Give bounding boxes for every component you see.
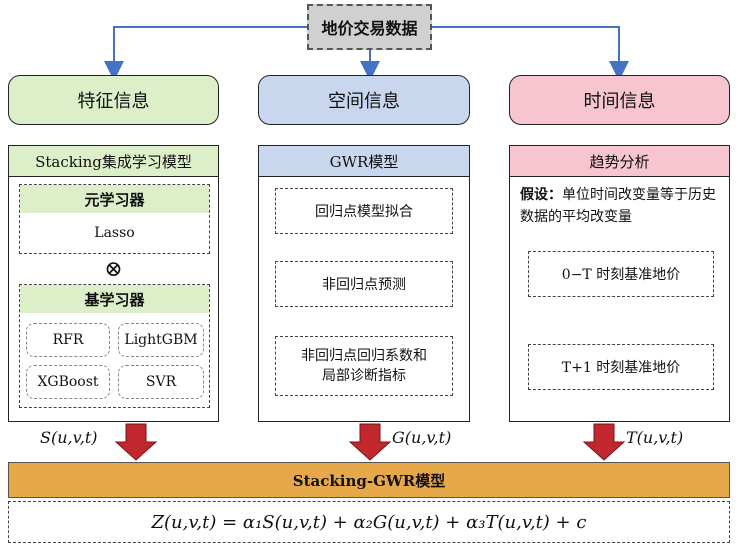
gwr-step-3-text: 非回归点回归系数和 局部诊断指标: [301, 347, 427, 384]
meta-learner-label: 元学习器: [20, 185, 209, 213]
time-step-1-text: 0−T 时刻基准地价: [561, 267, 681, 283]
red-arrow-time: [582, 423, 626, 461]
output-t-label: T(u,v,t): [626, 428, 706, 450]
output-g-text: G(u,v,t): [392, 428, 452, 447]
assumption-body: 单位时间改变量等于历史数据的平均改变量: [520, 187, 716, 226]
trend-title-text: 趋势分析: [589, 152, 650, 171]
time-step-2-text: T+1 时刻基准地价: [561, 360, 681, 376]
stacking-title-text: Stacking集成学习模型: [35, 152, 192, 171]
xgboost-text: XGBoost: [37, 374, 99, 390]
base-model-rfr: RFR: [26, 323, 110, 357]
red-down-arrows: [114, 423, 626, 461]
base-learner-label-text: 基学习器: [84, 290, 145, 309]
gwr-step-3: 非回归点回归系数和 局部诊断指标: [275, 336, 453, 396]
base-model-lightgbm: LightGBM: [118, 323, 204, 357]
output-t-text: T(u,v,t): [626, 428, 684, 447]
base-learner-label: 基学习器: [20, 285, 209, 313]
spatial-info-box: 空间信息: [258, 75, 470, 125]
otimes-icon: ⊗: [104, 256, 123, 282]
stacking-gwr-model-text: Stacking-GWR模型: [292, 471, 446, 490]
spatial-info-label: 空间信息: [328, 91, 400, 112]
gwr-panel: GWR模型 回归点模型拟合 非回归点预测 非回归点回归系数和 局部诊断指标: [258, 145, 470, 422]
lightgbm-text: LightGBM: [124, 332, 198, 348]
land-transaction-data-node: 地价交易数据: [307, 4, 432, 50]
meta-learner-box: 元学习器 Lasso: [19, 184, 210, 254]
stacking-gwr-model-bar: Stacking-GWR模型: [8, 462, 730, 498]
final-equation-box: Z(u,v,t) = α₁S(u,v,t) + α₂G(u,v,t) + α₃T…: [8, 501, 730, 543]
svr-text: SVR: [145, 374, 177, 390]
assumption-label: 假设：: [520, 187, 562, 203]
rfr-text: RFR: [52, 332, 84, 348]
red-arrow-feature: [114, 423, 158, 461]
output-s-label: S(u,v,t): [40, 428, 120, 450]
feature-info-box: 特征信息: [8, 75, 219, 125]
base-model-xgboost: XGBoost: [26, 365, 110, 399]
base-model-svr: SVR: [118, 365, 204, 399]
assumption-text: 假设：单位时间改变量等于历史数据的平均改变量: [520, 184, 724, 229]
gwr-panel-title: GWR模型: [259, 146, 469, 177]
gwr-step-1: 回归点模型拟合: [275, 188, 453, 234]
combine-symbol: ⊗: [9, 256, 218, 282]
final-equation-text: Z(u,v,t) = α₁S(u,v,t) + α₂G(u,v,t) + α₃T…: [151, 511, 587, 533]
output-g-label: G(u,v,t): [392, 428, 472, 450]
meta-learner-value: Lasso: [20, 215, 209, 251]
connector-to-feature: [104, 26, 307, 81]
time-step-2: T+1 时刻基准地价: [528, 344, 714, 390]
time-info-label: 时间信息: [583, 91, 656, 112]
base-learner-box: 基学习器 RFR LightGBM XGBoost SVR: [19, 284, 210, 408]
lasso-text: Lasso: [94, 225, 135, 241]
output-s-text: S(u,v,t): [40, 428, 98, 447]
trend-panel: 趋势分析 假设：单位时间改变量等于历史数据的平均改变量 0−T 时刻基准地价 T…: [509, 145, 730, 422]
feature-info-label: 特征信息: [77, 91, 150, 112]
gwr-step-1-text: 回归点模型拟合: [315, 204, 413, 220]
gwr-title-text: GWR模型: [329, 152, 399, 171]
stacking-panel: Stacking集成学习模型 元学习器 Lasso ⊗ 基学习器 RFR Lig…: [8, 145, 219, 422]
top-node-label: 地价交易数据: [321, 19, 418, 38]
connector-to-time: [432, 26, 629, 81]
gwr-step-2: 非回归点预测: [275, 261, 453, 307]
trend-panel-title: 趋势分析: [510, 146, 729, 177]
time-step-1: 0−T 时刻基准地价: [528, 251, 714, 297]
meta-learner-label-text: 元学习器: [84, 190, 145, 209]
gwr-step-2-text: 非回归点预测: [322, 277, 406, 293]
stacking-panel-title: Stacking集成学习模型: [9, 146, 218, 177]
time-info-box: 时间信息: [509, 75, 730, 125]
red-arrow-spatial: [348, 423, 392, 461]
blue-connectors: [104, 26, 629, 81]
